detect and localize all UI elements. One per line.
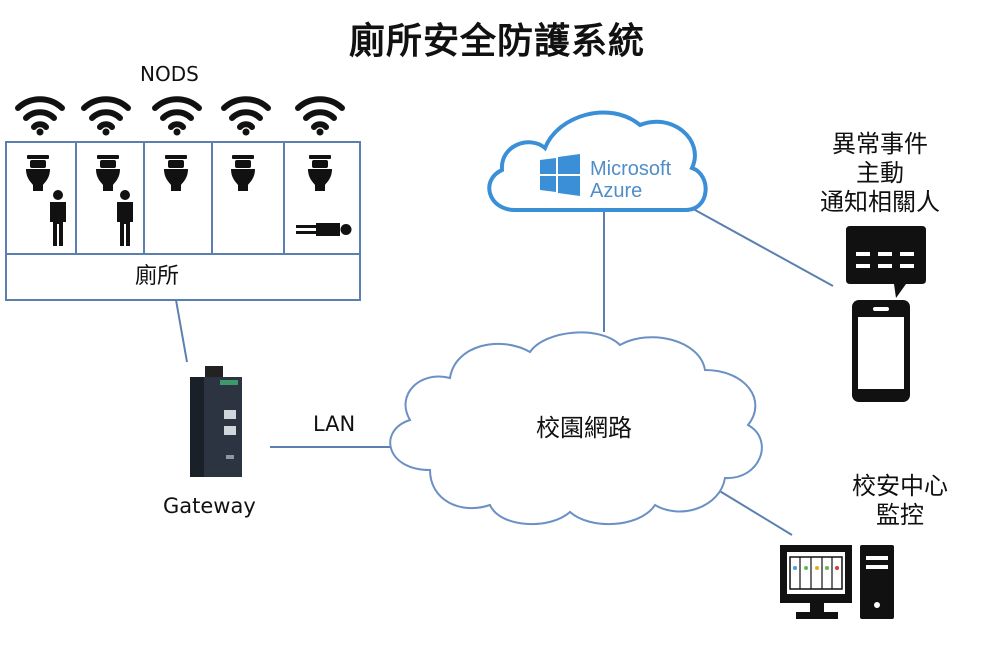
link-campus-computer [717,489,793,536]
campus-network-cloud [389,331,763,526]
security-label-line: 監控 [876,501,924,529]
alert-label-line: 主動 [856,159,904,187]
azure-text: Microsoft Azure [590,158,671,202]
campus-network-label: 校園網路 [536,414,632,442]
security-center-label: 校安中心 監控 [830,472,970,530]
alert-label: 異常事件 主動 通知相關人 [800,130,960,217]
wifi-icon [152,96,202,130]
azure-label: Azure [590,180,643,202]
alert-label-line: 通知相關人 [820,188,940,216]
chat-bubble-icon [846,226,926,298]
link-toilet-gateway [175,299,188,363]
smartphone-icon [852,300,910,402]
security-label-line: 校安中心 [852,472,948,500]
gateway-device-icon [190,366,242,477]
toilet-label: 廁所 [135,264,180,289]
windows-logo-icon [540,154,580,196]
lan-label: LAN [313,412,356,436]
nods-label: NODS [140,62,199,86]
gateway-label: Gateway [163,494,256,518]
wifi-icon [15,96,65,130]
link-cloud-phone [685,204,834,287]
person-icon [117,190,133,246]
computer-icon [780,545,894,619]
wifi-icon [295,96,345,130]
microsoft-label: Microsoft [590,158,672,180]
person-icon [50,190,66,246]
person-lying-icon [296,223,352,236]
wifi-icon [81,96,131,130]
page-title: 廁所安全防護系統 [348,21,645,62]
alert-label-line: 異常事件 [832,130,928,158]
wifi-icon [221,96,271,130]
